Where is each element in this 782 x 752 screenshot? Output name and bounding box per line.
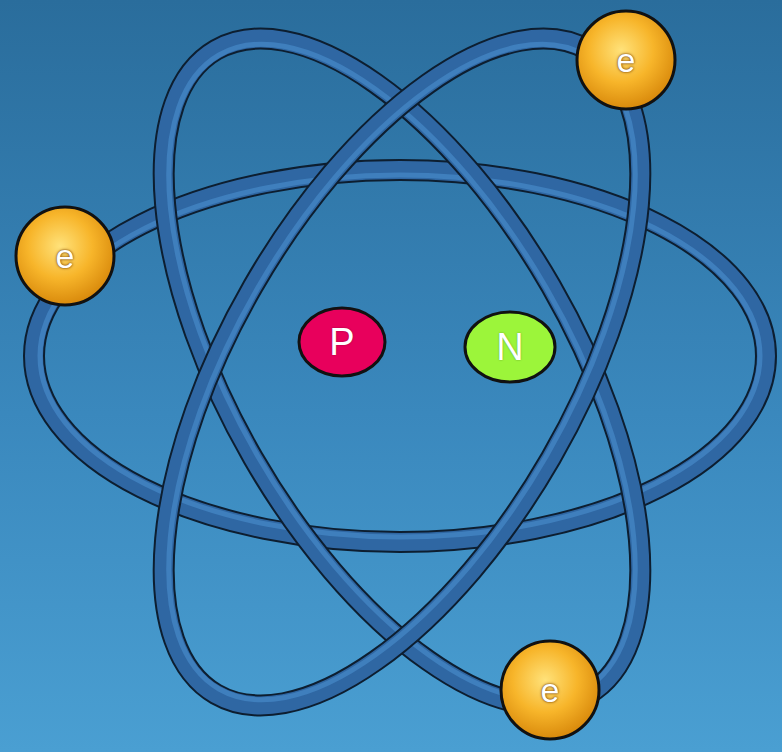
electron-circle: e — [499, 639, 601, 741]
electron-circle: e — [575, 9, 677, 111]
neutron-circle: N — [463, 310, 557, 384]
text-holder: e — [575, 9, 677, 111]
electron-outline — [501, 641, 599, 739]
electron-outline — [16, 207, 114, 305]
text-holder: N — [463, 310, 557, 384]
proton-circle: P — [297, 306, 387, 378]
proton-symbol: P — [329, 323, 354, 361]
electron-symbol: e — [56, 239, 75, 273]
neutron-symbol: N — [496, 328, 523, 366]
electron-symbol: e — [541, 673, 560, 707]
text-holder: e — [499, 639, 601, 741]
neutron-outline — [465, 312, 555, 382]
tilted-orbit-left — [67, 0, 737, 752]
electron-circle: e — [14, 205, 116, 307]
electron-symbol: e — [617, 43, 636, 77]
text-holder: P — [297, 306, 387, 378]
horizontal-orbit — [34, 170, 766, 542]
proton-outline — [299, 308, 385, 376]
tilted-orbit-right — [67, 0, 737, 752]
electron-outline — [577, 11, 675, 109]
text-holder: e — [14, 205, 116, 307]
orbit-group — [34, 0, 766, 752]
